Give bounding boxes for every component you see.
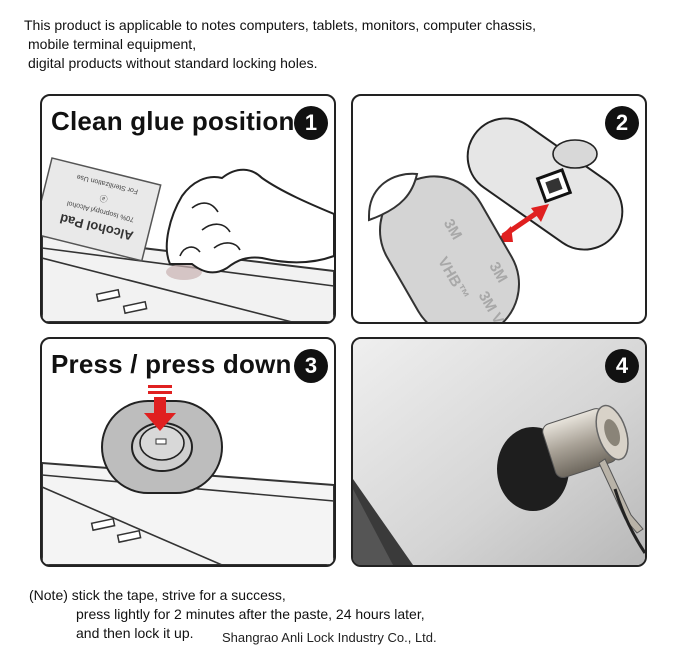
intro-line-2: mobile terminal equipment, <box>28 36 197 52</box>
step-1-title: Clean glue position <box>51 106 295 136</box>
step-3-illustration <box>42 385 334 565</box>
step-1-panel: Alcohol Pad 70% Isopropyl Alcohol ⓐ For … <box>40 94 336 324</box>
step-1-number-badge: 1 <box>294 106 328 140</box>
company-name: Shangrao Anli Lock Industry Co., Ltd. <box>222 630 437 645</box>
note-line-1: (Note) stick the tape, strive for a succ… <box>29 587 286 603</box>
step-1-illustration: Alcohol Pad 70% Isopropyl Alcohol ⓐ For … <box>42 157 334 322</box>
step-3-title: Press / press down <box>51 349 292 379</box>
note-text: (Note) stick the tape, strive for a succ… <box>29 586 425 643</box>
intro-line-1: This product is applicable to notes comp… <box>24 17 537 33</box>
step-2-illustration: 3M VHB™ 3M 3M V <box>368 117 624 322</box>
step-4-illustration <box>353 339 645 565</box>
step-4-number-badge: 4 <box>605 349 639 383</box>
pad-text-mark: ⓐ <box>99 193 109 204</box>
note-line-3: and then lock it up. <box>76 625 194 641</box>
intro-text: This product is applicable to notes comp… <box>24 16 536 73</box>
step-3-panel: Press / press down 3 <box>40 337 336 567</box>
note-line-2: press lightly for 2 minutes after the pa… <box>76 606 425 622</box>
step-2-number-badge: 2 <box>605 106 639 140</box>
step-2-panel: 3M VHB™ 3M 3M V 2 <box>351 94 647 324</box>
step-3-number-badge: 3 <box>294 349 328 383</box>
intro-line-3: digital products without standard lockin… <box>28 55 318 71</box>
step-4-panel: 4 <box>351 337 647 567</box>
